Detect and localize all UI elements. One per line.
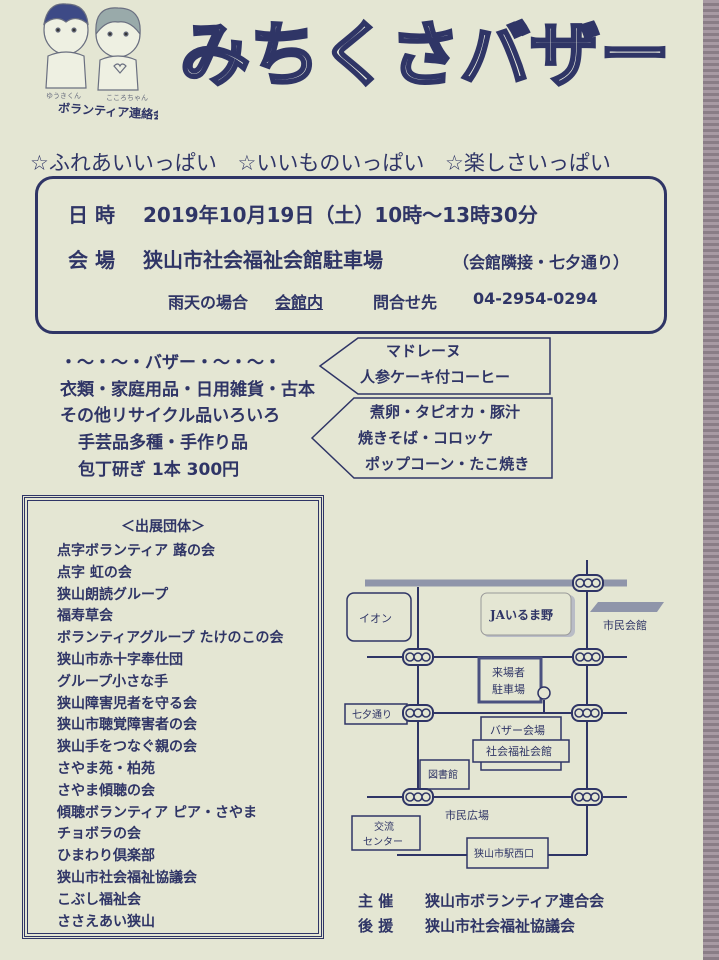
exhibitor-item: 狭山障害児者を守る会 (57, 695, 197, 712)
organizer: 狭山市ボランティア連合会 (425, 892, 605, 910)
exhibitor-item: ひまわり倶楽部 (57, 848, 155, 865)
exhibitor-item: 点字ボランティア 蕗の会 (57, 543, 216, 559)
exhibitor-item: 狭山市赤十字奉仕団 (57, 652, 183, 668)
exhibitor-item: 狭山市聴覚障害者の会 (57, 717, 197, 734)
food-arrow-sweets: マドレーヌ 人参ケーキ付コーヒー (318, 336, 554, 396)
map-label-exchange-center: 交流 (374, 820, 394, 833)
exhibitors-heading: ＜出展団体＞ (121, 519, 205, 535)
food-item: 人参ケーキ付コーヒー (360, 368, 511, 386)
exhibitor-item: 傾聴ボランティア ピア・さやま (57, 804, 258, 821)
bazaar-item: その他リサイクル品いろいろ (60, 406, 281, 426)
date-label: 日 時 (68, 203, 115, 227)
map-label-parking: 来場者 (492, 666, 525, 679)
organizer-label: 主 催 (358, 892, 394, 910)
food-item: 煮卵・タピオカ・豚汁 (370, 403, 521, 421)
traffic-light-icon (402, 648, 434, 666)
food-item: 焼きそば・コロッケ (358, 429, 494, 447)
traffic-light-icon (402, 704, 434, 722)
food-arrow-meals: 煮卵・タピオカ・豚汁 焼きそば・コロッケ ポップコーン・たこ焼き (310, 396, 556, 480)
exhibitor-item: さやま苑・柏苑 (57, 761, 155, 777)
rain-value: 会館内 (275, 293, 324, 312)
traffic-light-icon (572, 648, 604, 666)
contact-phone: 04-2954-0294 (473, 289, 598, 308)
venue-label: 会 場 (68, 248, 115, 272)
contact-label: 問合せ先 (373, 293, 438, 312)
exhibitor-item: ボランティアグループ たけのこの会 (57, 630, 284, 647)
supporter: 狭山市社会福祉協議会 (425, 917, 576, 935)
bazaar-heading: ・～・～・バザー・～・～・ (60, 353, 281, 373)
map-label-welfare-hall: 社会福祉会館 (486, 744, 552, 758)
supporter-label: 後 援 (358, 917, 394, 935)
character-name-yuuki: ゆうきくん (46, 92, 81, 100)
traffic-light-icon (571, 788, 603, 806)
venue-value: 狭山市社会福祉会館駐車場 (143, 248, 383, 272)
food-item: マドレーヌ (386, 342, 462, 360)
traffic-light-icon (572, 574, 604, 592)
tagline: ☆ふれあいいっぱい ☆いいものいっぱい ☆楽しさいっぱい (30, 151, 611, 175)
exhibitor-item: 狭山手をつなぐ親の会 (57, 739, 197, 756)
map-label-exchange-center: センター (363, 836, 403, 848)
map-label-plaza: 市民広場 (445, 808, 489, 822)
venue-note: （会館隣接・七夕通り） (453, 253, 630, 272)
bazaar-item: 包丁研ぎ 1本 300円 (78, 460, 240, 480)
exhibitor-item: 狭山朗読グループ (57, 586, 169, 603)
food-item: ポップコーン・たこ焼き (365, 455, 530, 473)
mascot-characters-logo: ゆうきくん こころちゃん ボランティア連絡会 (43, 3, 158, 120)
traffic-lights (402, 574, 604, 806)
page-title: みちくさバザー (179, 13, 672, 98)
exhibitor-item: ささえあい狭山 (57, 913, 155, 930)
bazaar-item: 衣類・家庭用品・日用雑貨・古本 (60, 380, 315, 400)
date-value: 2019年10月19日（土）10時～13時30分 (143, 203, 538, 227)
exhibitor-item: グループ小さな手 (57, 673, 169, 690)
map-label-station: 狭山市駅西口 (474, 847, 534, 860)
map-label-ja: JAいるま野 (489, 608, 553, 622)
rain-label: 雨天の場合 (168, 293, 249, 312)
map-label-shimin-kaikan: 市民会館 (603, 618, 647, 632)
exhibitors-box: ＜出展団体＞ 点字ボランティア 蕗の会点字 虹の会狭山朗読グループ福寿草会ボラン… (22, 495, 324, 939)
map-label-parking: 駐車場 (492, 682, 525, 696)
exhibitor-item: チョボラの会 (57, 826, 141, 843)
exhibitor-item: 点字 虹の会 (57, 564, 132, 581)
event-info-box: 日 時 2019年10月19日（土）10時～13時30分 会 場 狭山市社会福祉… (35, 176, 667, 334)
background-edge (703, 0, 719, 960)
exhibitor-item: 福寿草会 (57, 608, 113, 625)
exhibitor-item: さやま傾聴の会 (57, 782, 155, 799)
exhibitor-item: こぶし福祉会 (57, 891, 141, 908)
bazaar-item: 手芸品多種・手作り品 (78, 433, 248, 453)
map-label-bazaar-venue: バザー会場 (490, 724, 545, 737)
map-label-aeon: イオン (359, 612, 392, 625)
map-label-tanabata: 七夕通り (352, 709, 392, 721)
character-name-kokoro: こころちゃん (106, 94, 148, 102)
map-label-library: 図書館 (428, 768, 458, 781)
exhibitor-item: 狭山市社会福祉協議会 (57, 870, 197, 886)
traffic-light-icon (402, 788, 434, 806)
traffic-light-icon (571, 704, 603, 722)
